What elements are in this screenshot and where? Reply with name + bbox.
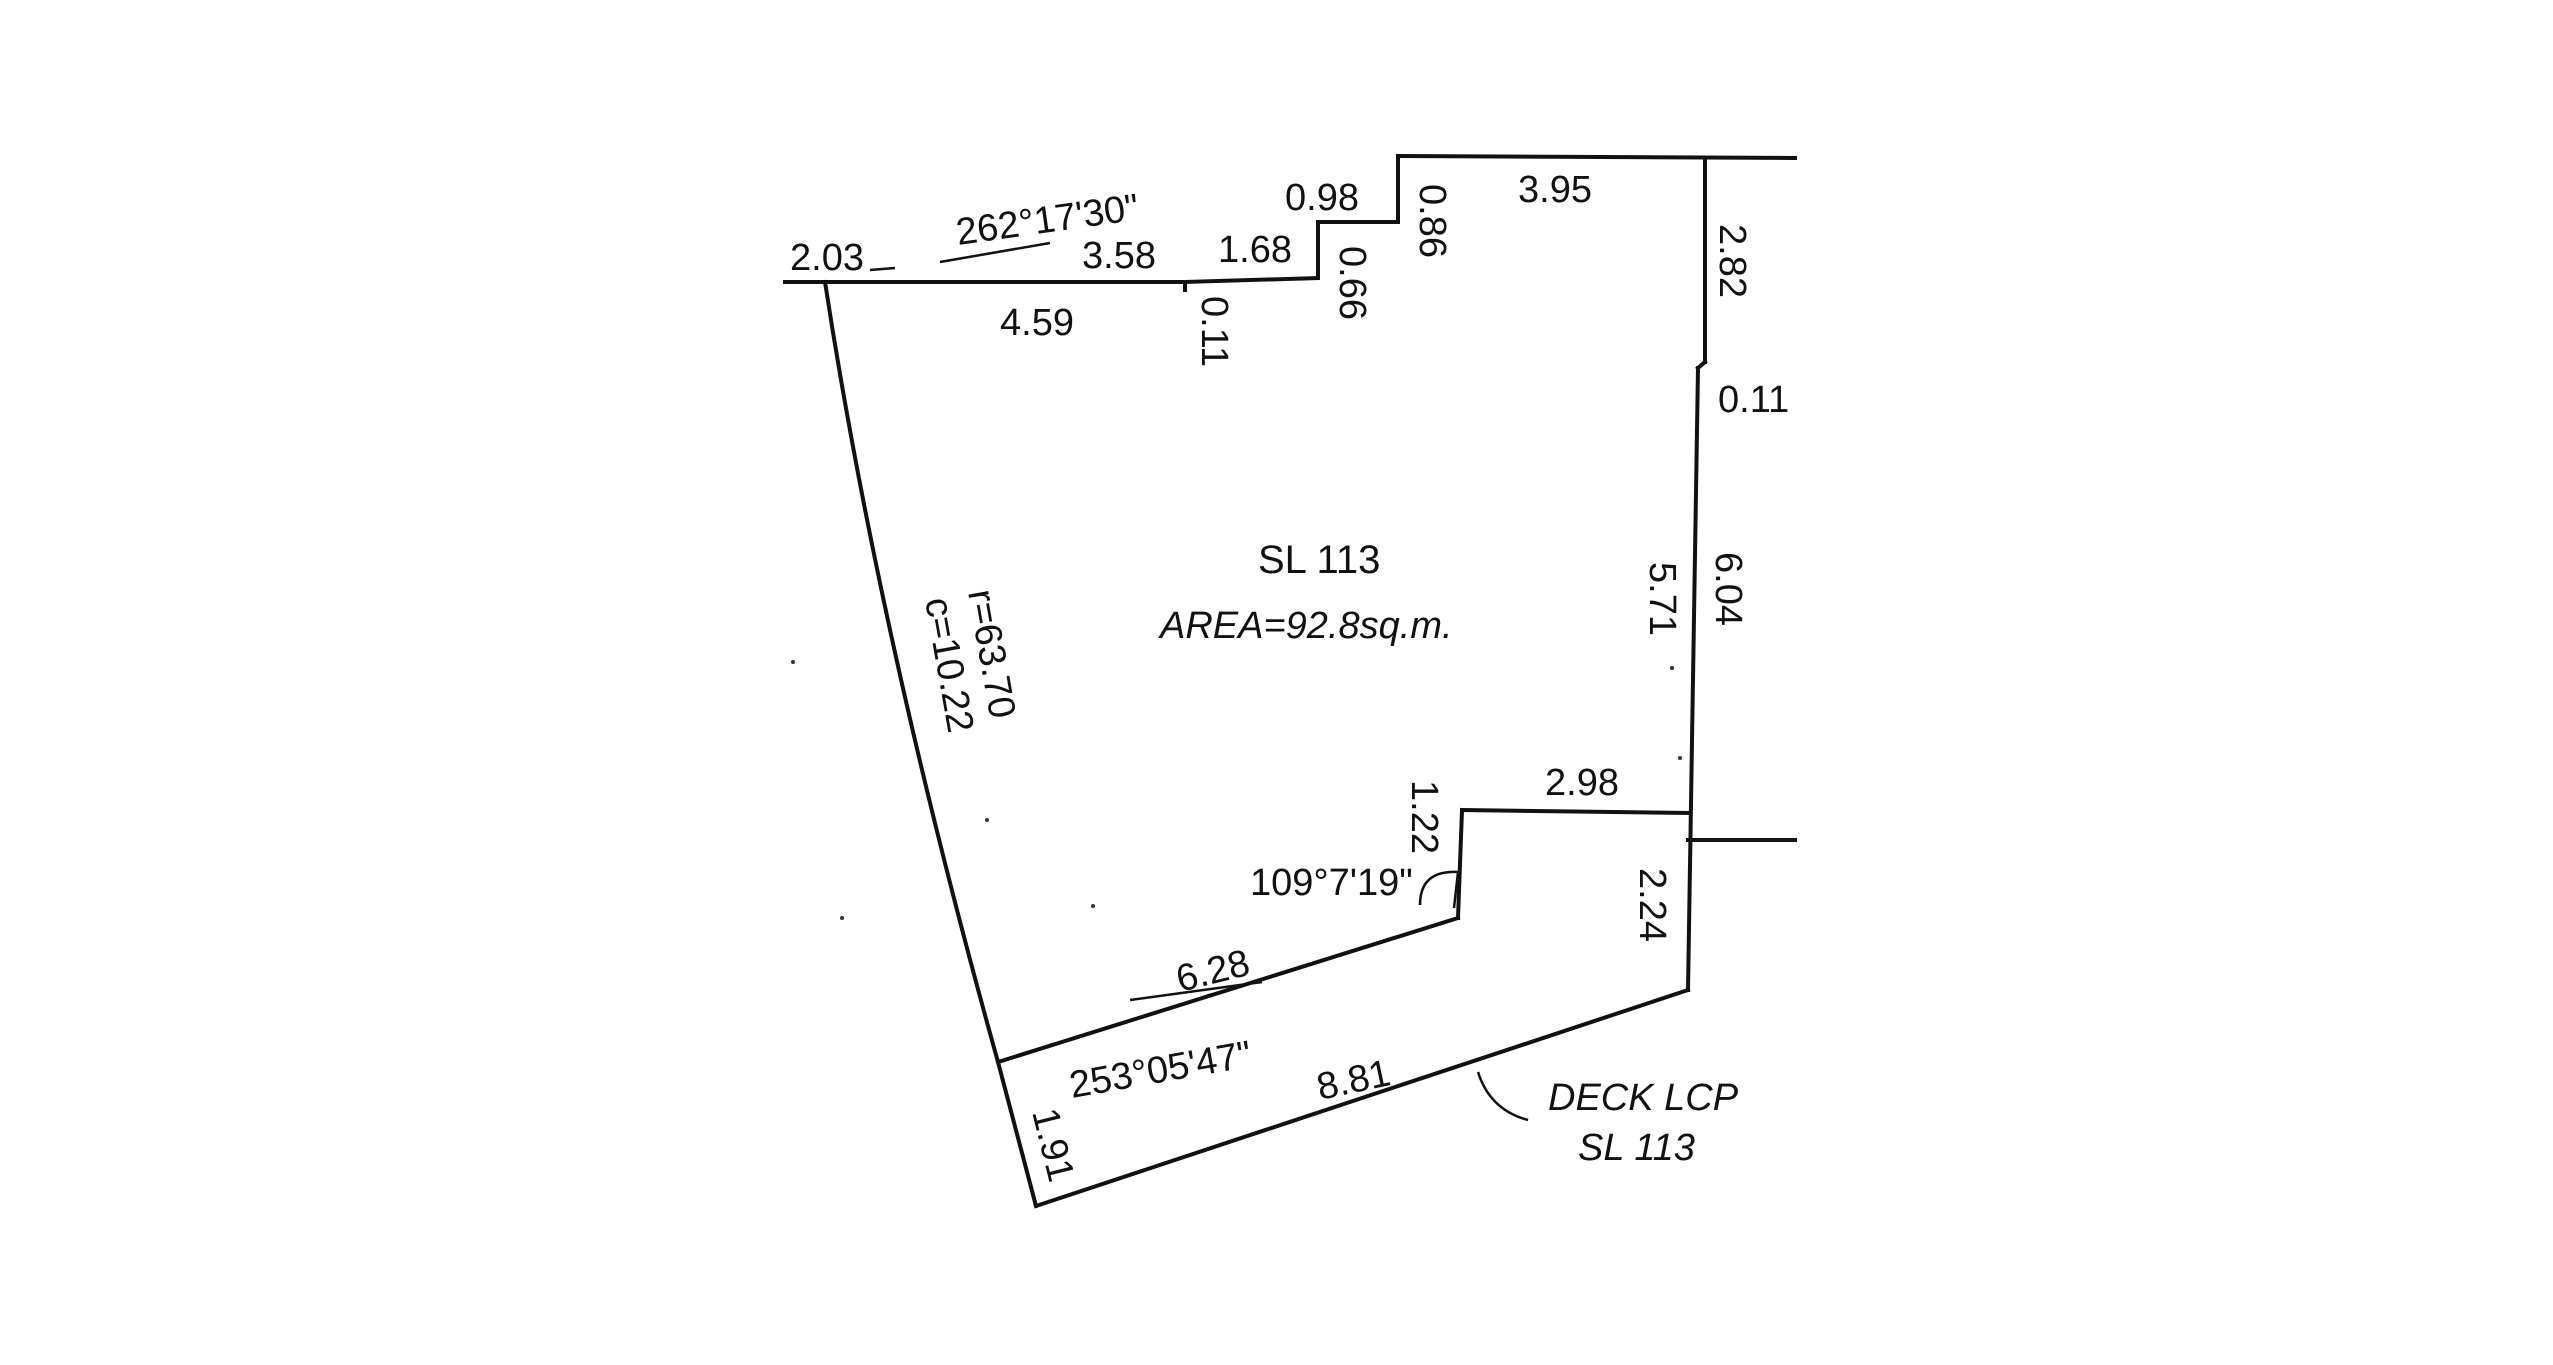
angle-label: 109°7'19": [1250, 862, 1413, 904]
dim-2-98: 2.98: [1545, 762, 1619, 804]
dim-0-98: 0.98: [1285, 177, 1359, 219]
bottom-bearing-tick: [1199, 992, 1213, 1000]
lot-area: AREA=92.8sq.m.: [1158, 605, 1453, 647]
bottom-bearing-label: 253°05'47": [1066, 1034, 1254, 1107]
speck: [840, 916, 844, 920]
line-1-91: [995, 1059, 1039, 1209]
dim-0-11-top: 0.11: [1193, 296, 1235, 367]
dim-0-86: 0.86: [1411, 184, 1453, 258]
right-6-04-line: [1685, 365, 1701, 993]
dim-2-24: 2.24: [1631, 868, 1673, 942]
top-bearing-leader: [939, 241, 1051, 264]
step-2-98-line: [1459, 807, 1691, 816]
top-bearing-tick: [869, 266, 896, 272]
speck: [1091, 904, 1095, 908]
deck-label-line2: SL 113: [1578, 1127, 1695, 1169]
dim-3-95: 3.95: [1518, 169, 1592, 211]
dim-6-28: 6.28: [1172, 942, 1254, 1001]
deck-label-line1: DECK LCP: [1548, 1077, 1739, 1119]
dim-8-81: 8.81: [1313, 1052, 1394, 1108]
lot-boundary: [783, 153, 1798, 1209]
annotation-marks: [869, 241, 1529, 1122]
dim-1-68: 1.68: [1218, 229, 1292, 271]
dim-1-91: 1.91: [1023, 1104, 1082, 1186]
dim-2-82: 2.82: [1711, 224, 1753, 298]
dim-4-59: 4.59: [1000, 302, 1074, 344]
speck: [1670, 666, 1674, 670]
dim-0-11-right: 0.11: [1718, 379, 1789, 421]
arc-boundary: [822, 279, 1001, 1065]
scan-specks: [791, 660, 1682, 920]
line-6-28: [995, 915, 1461, 1065]
bottom-bearing-leader: [1129, 980, 1263, 1002]
speck: [791, 660, 795, 664]
lot-name: SL 113: [1258, 538, 1380, 582]
top-3-95-line: [1395, 153, 1798, 161]
speck: [1678, 756, 1682, 760]
dim-2-03: 2.03: [790, 237, 864, 279]
step-1-22-line: [1455, 807, 1465, 921]
deck-leader: [1476, 1071, 1529, 1122]
angle-arc: [1418, 870, 1460, 909]
line-8-81: [1033, 987, 1691, 1209]
dim-3-58: 3.58: [1082, 235, 1156, 277]
dim-5-71: 5.71: [1641, 562, 1683, 636]
speck: [985, 818, 989, 822]
dim-0-66: 0.66: [1331, 246, 1373, 320]
dim-1-22: 1.22: [1403, 780, 1445, 854]
top-line-segment: [1182, 275, 1321, 285]
dim-6-04: 6.04: [1707, 552, 1749, 626]
